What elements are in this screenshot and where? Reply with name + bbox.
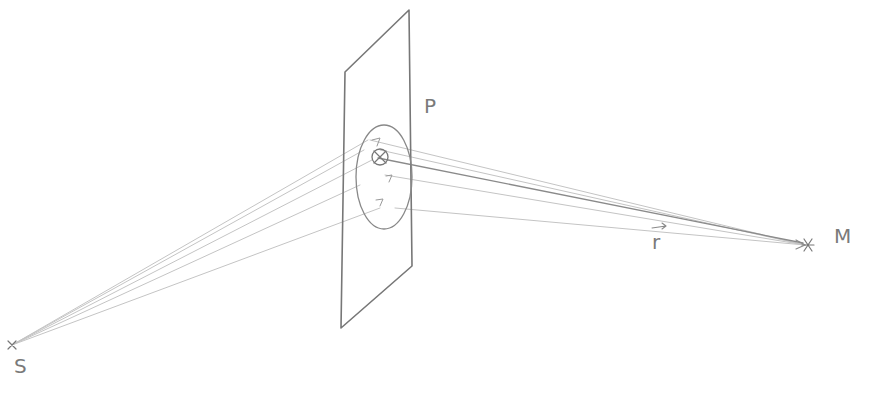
zone-circle <box>356 125 412 229</box>
point-label: r <box>652 232 660 252</box>
point-label: S <box>14 356 27 376</box>
plane <box>341 10 412 328</box>
point-label: P <box>424 96 436 116</box>
ray-bundle <box>12 140 380 345</box>
label-holder: P <box>424 96 436 116</box>
label-holder: M <box>834 226 851 246</box>
small-arrow <box>386 175 392 182</box>
label-holder: S <box>14 356 27 376</box>
small-arrow <box>372 138 380 146</box>
vector-arrow <box>652 223 666 229</box>
label-holder: r <box>652 232 660 252</box>
center-mark <box>374 151 386 163</box>
point-label: M <box>834 226 851 246</box>
center-mark <box>372 149 388 165</box>
arrow-head <box>796 240 805 249</box>
small-arrow <box>376 199 383 206</box>
vector-r <box>378 158 803 243</box>
source-mark <box>8 341 16 349</box>
ray-bundle <box>370 140 805 245</box>
